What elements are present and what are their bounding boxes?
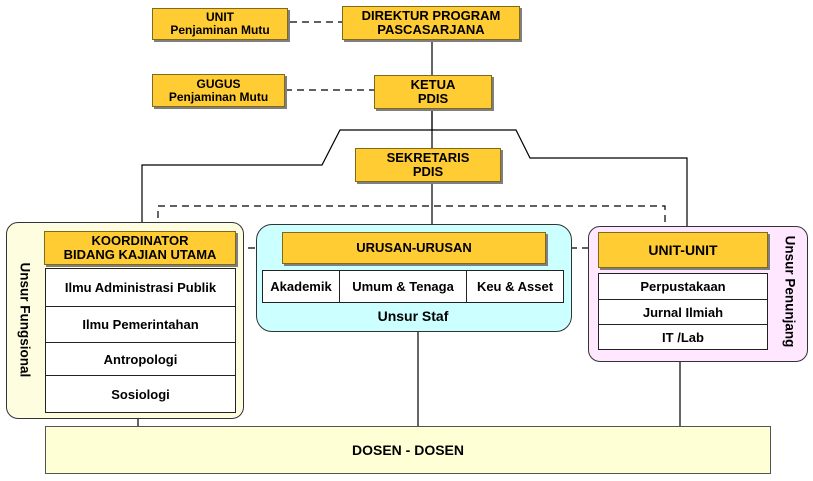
unit-penjaminan-mutu-box: UNIT Penjaminan Mutu [152,8,288,40]
koordinator-line1: KOORDINATOR [91,233,189,249]
list-item: Jurnal Ilmiah [599,300,767,325]
unsur-penunjang-label: Unsur Penunjang [782,235,798,348]
list-item: Sosiologi [111,386,170,402]
direktur-line2: PASCASARJANA [377,22,485,37]
list-item: Keu & Asset [476,279,554,294]
unit-list: Perpustakaan Jurnal Ilmiah IT /Lab [598,273,768,350]
sekretaris-pdis-box: SEKRETARIS PDIS [355,148,501,182]
gugus-penjaminan-mutu-box: GUGUS Penjaminan Mutu [152,74,285,107]
bidang-kajian-list: Ilmu Administrasi Publik Ilmu Pemerintah… [45,268,236,413]
list-item: Ilmu Administrasi Publik [46,269,235,307]
sekretaris-line1: SEKRETARIS [386,150,470,166]
ketua-line2: PDIS [417,91,449,106]
list-item: Umum & Tenaga [340,271,467,302]
list-item: Ilmu Pemerintahan [46,307,235,343]
gugus-pm-line2: Penjaminan Mutu [168,89,269,104]
list-item: Akademik [263,271,340,302]
gugus-pm-line1: GUGUS [196,76,241,91]
unit-unit-label: UNIT-UNIT [648,241,718,258]
list-item: Perpustakaan [599,274,767,300]
dosen-label: DOSEN - DOSEN [351,441,464,458]
list-item: IT /Lab [662,329,704,345]
direktur-line1: DIREKTUR PROGRAM [361,8,501,24]
unit-unit-box: UNIT-UNIT [598,232,768,268]
unsur-fungsional-label: Unsur Fungsional [17,262,33,378]
sekretaris-line2: PDIS [412,164,444,179]
unit-pm-line2: Penjaminan Mutu [170,23,270,37]
direktur-program-box: DIREKTUR PROGRAM PASCASARJANA [342,6,520,40]
urusan-urusan-box: URUSAN-URUSAN [282,232,546,264]
dosen-box: DOSEN - DOSEN [45,426,771,474]
list-item: Antropologi [46,343,235,376]
urusan-list: Akademik Umum & Tenaga Keu & Asset [262,270,564,303]
unit-pm-line1: UNIT [206,10,234,25]
unsur-staf-caption: Unsur Staf [377,307,449,324]
ketua-pdis-box: KETUA PDIS [374,75,492,109]
koordinator-box: KOORDINATOR BIDANG KAJIAN UTAMA [44,231,236,265]
ketua-line1: KETUA [410,77,456,93]
koordinator-line2: BIDANG KAJIAN UTAMA [63,247,217,262]
urusan-label: URUSAN-URUSAN [356,240,472,256]
